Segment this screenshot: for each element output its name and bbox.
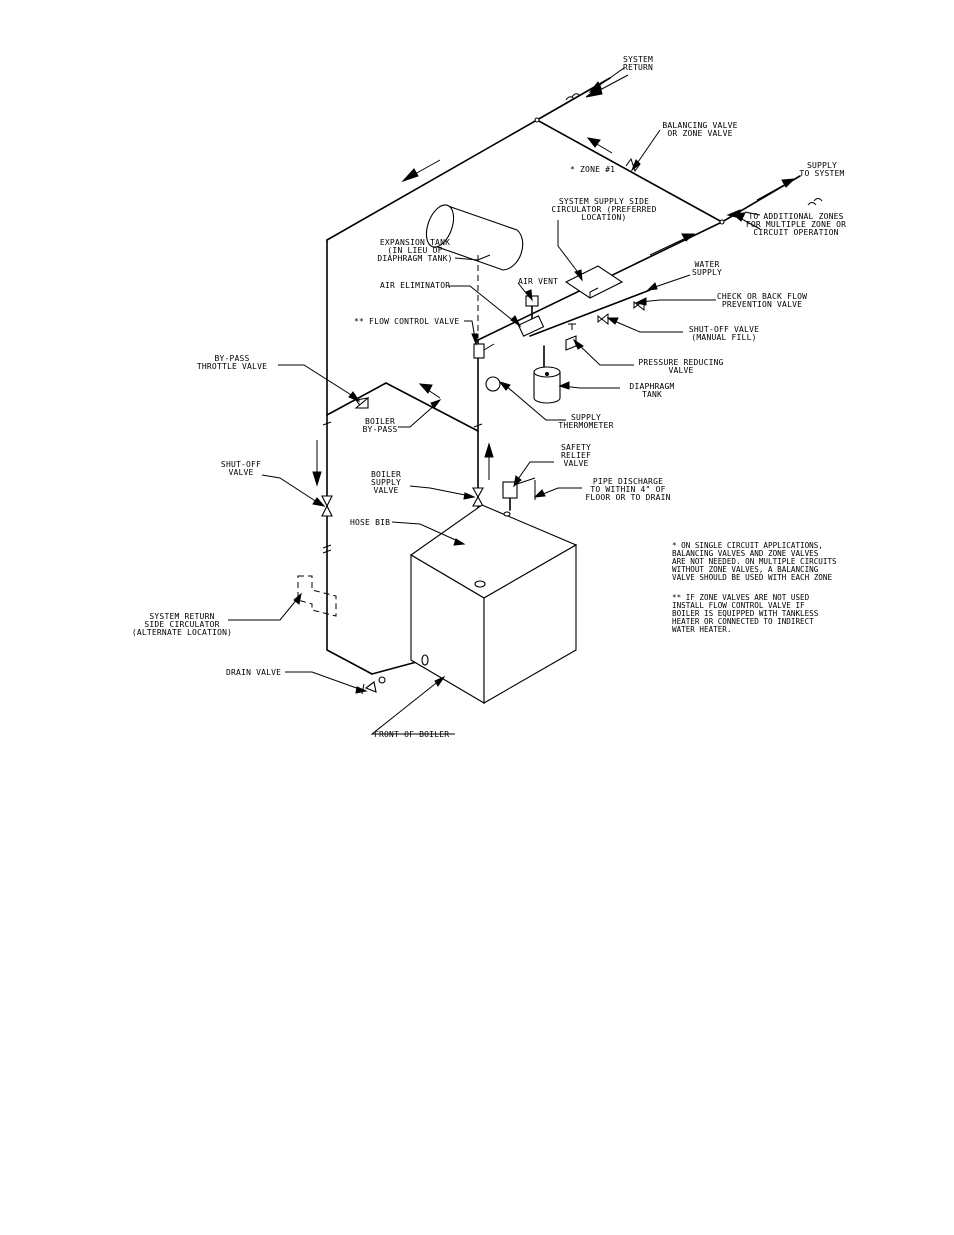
label-flow-control-valve: ** FLOW CONTROL VALVE xyxy=(354,317,459,326)
leader-lines xyxy=(228,67,761,735)
note-single-circuit: * ON SINGLE CIRCUIT APPLICATIONS,BALANCI… xyxy=(672,541,837,582)
pipe-break-marks xyxy=(322,93,823,574)
zone1-pipe xyxy=(536,119,723,223)
label-hose-bib: HOSE BIB xyxy=(350,518,390,527)
diaphragm-tank-shape xyxy=(533,366,561,404)
thermometer xyxy=(485,376,501,392)
label-zone1: * ZONE #1 xyxy=(570,165,615,174)
expansion-tank xyxy=(425,204,524,338)
supply-circulator xyxy=(564,265,624,299)
drain-valve-shape xyxy=(361,676,386,695)
flow-control-valve xyxy=(473,343,495,359)
boiler-bypass-pipe xyxy=(326,382,479,432)
piping xyxy=(326,77,801,675)
return-riser-pipe xyxy=(326,239,373,675)
label-drain-valve: DRAIN VALVE xyxy=(226,668,281,677)
return-shutoff-valve xyxy=(321,495,333,517)
air-eliminator xyxy=(517,295,545,337)
fill-line-pipe xyxy=(529,289,651,337)
label-front-of-boiler: FRONT OF BOILER xyxy=(374,730,449,739)
label-shutoff-manual-fill: SHUT-OFF VALVE(MANUAL FILL) xyxy=(689,325,759,342)
boiler xyxy=(409,504,578,704)
label-air-eliminator: AIR ELIMINATOR xyxy=(380,281,450,290)
boiler-supply-valve xyxy=(472,487,484,507)
label-air-vent: AIR VENT xyxy=(518,277,558,286)
notes: * ON SINGLE CIRCUIT APPLICATIONS,BALANCI… xyxy=(672,541,837,634)
balancing-valve-symbol xyxy=(625,157,641,173)
return-circulator xyxy=(297,575,337,617)
